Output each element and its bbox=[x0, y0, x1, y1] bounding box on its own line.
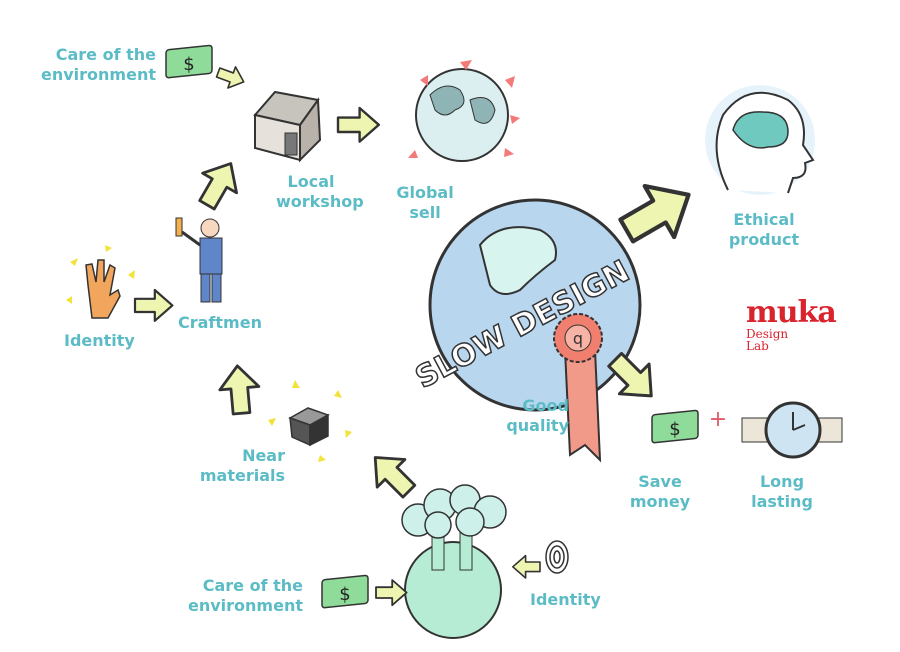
watch-icon bbox=[741, 401, 843, 459]
arrow-icon bbox=[359, 442, 425, 507]
label-identity-left: Identity bbox=[64, 331, 135, 350]
logo-line2: Lab bbox=[746, 339, 769, 353]
label-ethical-product: Ethical product bbox=[728, 210, 800, 249]
label-local-workshop: Local workshop bbox=[276, 172, 364, 211]
money-icon bbox=[651, 409, 699, 444]
quality-ribbon-icon: q bbox=[553, 313, 603, 463]
material-cube-icon bbox=[268, 380, 352, 462]
muka-logo: muka Design Lab bbox=[746, 295, 837, 353]
label-save-money: Save money bbox=[629, 472, 691, 511]
label-care-environment-bottom: Care of the environment bbox=[188, 576, 303, 615]
arrow-icon bbox=[216, 362, 263, 417]
logo-line1: Design bbox=[746, 327, 789, 341]
svg-text:q: q bbox=[573, 329, 583, 348]
workshop-barn-icon bbox=[253, 90, 322, 163]
globe-icon bbox=[408, 60, 520, 162]
money-icon bbox=[165, 44, 213, 79]
label-good-quality: Good quality bbox=[506, 396, 569, 435]
money-icon bbox=[321, 574, 369, 609]
arrow-icon bbox=[188, 152, 250, 217]
fingerprint-icon bbox=[545, 540, 569, 574]
arrow-icon bbox=[213, 61, 249, 94]
head-brain-icon bbox=[705, 85, 815, 195]
arrow-icon bbox=[375, 579, 408, 607]
arrow-icon bbox=[336, 106, 380, 143]
plus-icon: + bbox=[709, 407, 727, 432]
arrow-icon bbox=[612, 169, 703, 256]
label-long-lasting: Long lasting bbox=[751, 472, 813, 511]
logo-name: muka bbox=[746, 295, 837, 330]
arrow-icon bbox=[133, 288, 174, 322]
slow-design-emblem: SLOW DESIGN bbox=[409, 198, 642, 412]
label-identity-bottom: Identity bbox=[530, 590, 601, 609]
label-craftmen: Craftmen bbox=[178, 313, 262, 332]
craftsman-icon bbox=[175, 217, 223, 303]
arrow-icon bbox=[511, 554, 541, 579]
label-near-materials: Near materials bbox=[199, 446, 285, 485]
hand-icon bbox=[66, 245, 135, 319]
label-care-environment-top: Care of the environment bbox=[41, 45, 156, 84]
tree-icon bbox=[401, 484, 507, 639]
label-global-sell: Global sell bbox=[396, 183, 454, 222]
